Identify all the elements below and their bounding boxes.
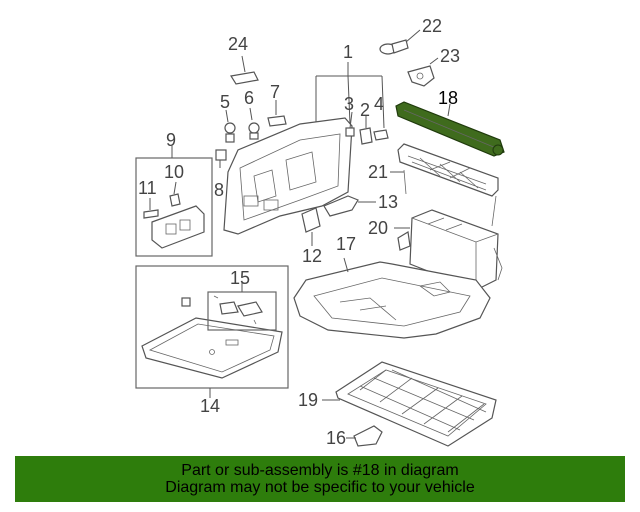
callout-11: 11 xyxy=(138,178,157,198)
part-16-clip xyxy=(346,425,383,447)
callout-3: 3 xyxy=(344,94,354,114)
part-15-latch xyxy=(213,295,263,325)
callout-16: 16 xyxy=(326,428,346,448)
box-15 xyxy=(207,282,277,331)
part-3-clip xyxy=(345,111,355,137)
part-4-clip xyxy=(373,129,389,141)
callout-24: 24 xyxy=(228,34,248,54)
part-24-pad xyxy=(230,55,259,85)
part-21-cargo-net-holder xyxy=(390,143,499,227)
part-17-floor-panel xyxy=(293,257,491,339)
part-14-floor-lid xyxy=(141,297,283,379)
part-6-clip xyxy=(248,107,260,140)
callout-20: 20 xyxy=(368,218,388,238)
callout-15: 15 xyxy=(230,268,250,288)
part-22-plug xyxy=(379,29,421,55)
callout-22: 22 xyxy=(422,16,442,36)
callout-12: 12 xyxy=(302,246,322,266)
part-13-handle xyxy=(323,195,376,217)
part-1-side-trim-panel xyxy=(223,62,385,235)
diagram-notice-banner: Part or sub-assembly is #18 in diagram D… xyxy=(15,456,625,502)
callout-8: 8 xyxy=(214,180,224,200)
callout-17: 17 xyxy=(336,234,356,254)
callout-19: 19 xyxy=(298,390,318,410)
callout-5: 5 xyxy=(220,92,230,112)
callout-7: 7 xyxy=(270,82,280,102)
part-20-storage-box xyxy=(394,209,503,291)
callout-21: 21 xyxy=(368,162,388,182)
callout-10: 10 xyxy=(164,162,184,182)
part-2-clip xyxy=(359,116,373,145)
part-12-bracket xyxy=(301,207,321,246)
part-8-clip xyxy=(215,149,227,168)
callout-1: 1 xyxy=(343,42,353,62)
box-9 xyxy=(135,146,213,257)
part-5-clip xyxy=(224,109,236,143)
callout-14: 14 xyxy=(200,396,220,416)
callout-13: 13 xyxy=(378,192,398,212)
box-14 xyxy=(135,265,289,398)
part-10-11-cover xyxy=(143,181,205,249)
callout-23: 23 xyxy=(440,46,460,66)
part-7-clip xyxy=(267,100,287,127)
parts-diagram: 24 22 23 1 7 5 6 3 2 4 18 9 21 10 11 8 1… xyxy=(135,16,505,448)
callout-6: 6 xyxy=(244,88,254,108)
part-19-cargo-net-tray xyxy=(322,361,497,447)
notice-line-2: Diagram may not be specific to your vehi… xyxy=(165,479,475,496)
part-23-hook xyxy=(407,57,439,87)
callout-18: 18 xyxy=(438,88,458,108)
callout-2: 2 xyxy=(360,100,370,120)
notice-line-1: Part or sub-assembly is #18 in diagram xyxy=(181,462,459,479)
callout-4: 4 xyxy=(374,94,384,114)
callout-9: 9 xyxy=(166,130,176,150)
part-18-tonneau-cover xyxy=(395,101,505,157)
